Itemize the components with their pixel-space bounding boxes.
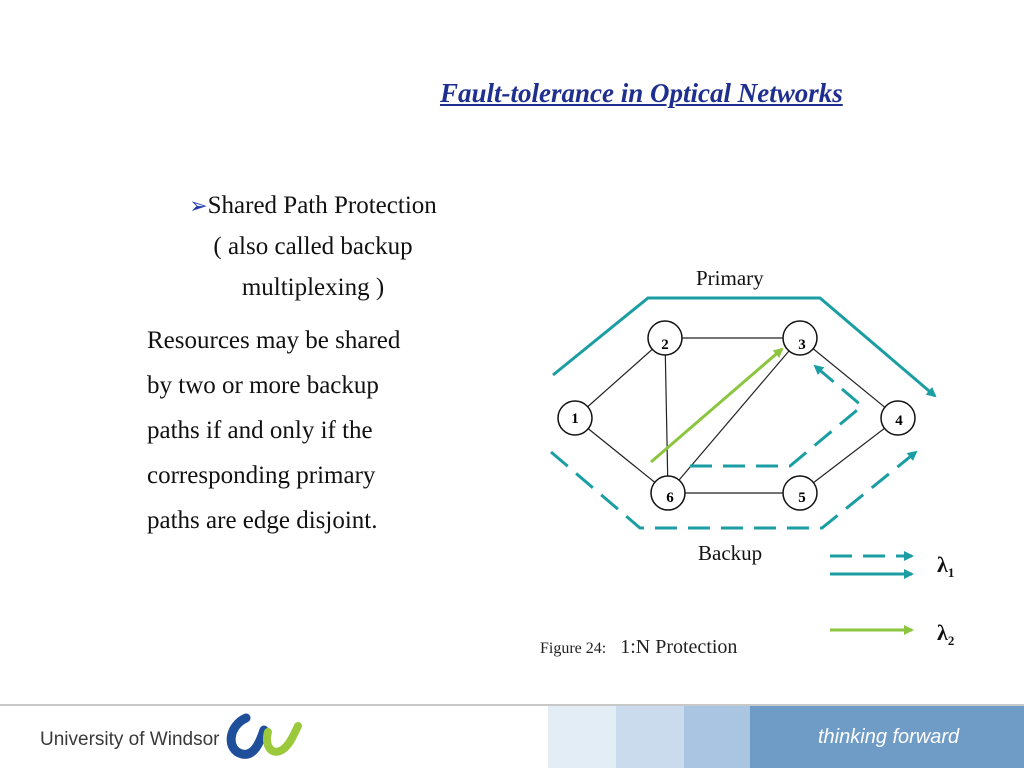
- backup-path-outer: [550, 450, 918, 530]
- link-2-6: [664, 337, 669, 494]
- node-1: 1: [557, 400, 593, 436]
- node-6: 6: [650, 475, 686, 511]
- svg-text:1: 1: [571, 411, 579, 427]
- figure-number: Figure 24:: [540, 640, 607, 657]
- link-4-5: [799, 417, 899, 494]
- network-nodes: 1 2 3 4 5 6: [557, 320, 916, 511]
- link-1-2: [574, 337, 666, 419]
- svg-text:6: 6: [666, 490, 674, 506]
- bullet-line-3: multiplexing ): [241, 274, 385, 301]
- link-3-4: [799, 337, 899, 419]
- arrow-bullet-icon: ➢: [189, 193, 208, 218]
- wavelength-2-path: [650, 347, 784, 464]
- link-6-1: [574, 417, 669, 494]
- node-2: 2: [647, 320, 683, 356]
- body-paragraph: Resources may be shared by two or more b…: [147, 318, 400, 543]
- node-5: 5: [782, 475, 818, 511]
- figure-caption: Figure 24: 1:N Protection: [540, 636, 737, 659]
- body-line-3: paths if and only if the: [147, 417, 373, 444]
- legend-lambda-2: λ2: [937, 620, 954, 648]
- figure-caption-text: 1:N Protection: [620, 636, 738, 658]
- svg-text:5: 5: [798, 490, 806, 506]
- tagline: thinking forward: [818, 726, 960, 748]
- node-3: 3: [782, 320, 818, 356]
- bullet-line-2: ( also called backup: [213, 233, 413, 260]
- primary-path: [552, 296, 937, 398]
- svg-text:2: 2: [661, 337, 669, 353]
- node-4: 4: [880, 400, 916, 436]
- svg-text:4: 4: [895, 413, 903, 429]
- footer-band-3: [684, 706, 750, 768]
- primary-label: Primary: [696, 266, 764, 290]
- legend-lambda-1: λ1: [937, 552, 954, 580]
- backup-label: Backup: [698, 541, 763, 565]
- bullet-heading: ➢Shared Path Protection ( also called ba…: [128, 185, 498, 308]
- university-name: University of Windsor: [40, 729, 220, 750]
- footer-band-2: [616, 706, 684, 768]
- bullet-line-1: ➢Shared Path Protection: [189, 192, 437, 219]
- body-line-2: by two or more backup: [147, 372, 379, 399]
- body-line-5: paths are edge disjoint.: [147, 507, 378, 534]
- slide-title: Fault-tolerance in Optical Networks: [440, 78, 843, 108]
- footer-divider: [0, 704, 1024, 706]
- university-logo-icon: [226, 713, 302, 759]
- link-3-6: [667, 337, 801, 494]
- footer-band-1: [548, 706, 616, 768]
- body-line-1: Resources may be shared: [147, 327, 401, 354]
- legend: λ1 λ2: [830, 551, 954, 648]
- body-line-4: corresponding primary: [147, 462, 376, 489]
- backup-path-inner: [690, 364, 865, 468]
- footer-band-main: [750, 706, 1024, 768]
- svg-text:3: 3: [798, 337, 806, 353]
